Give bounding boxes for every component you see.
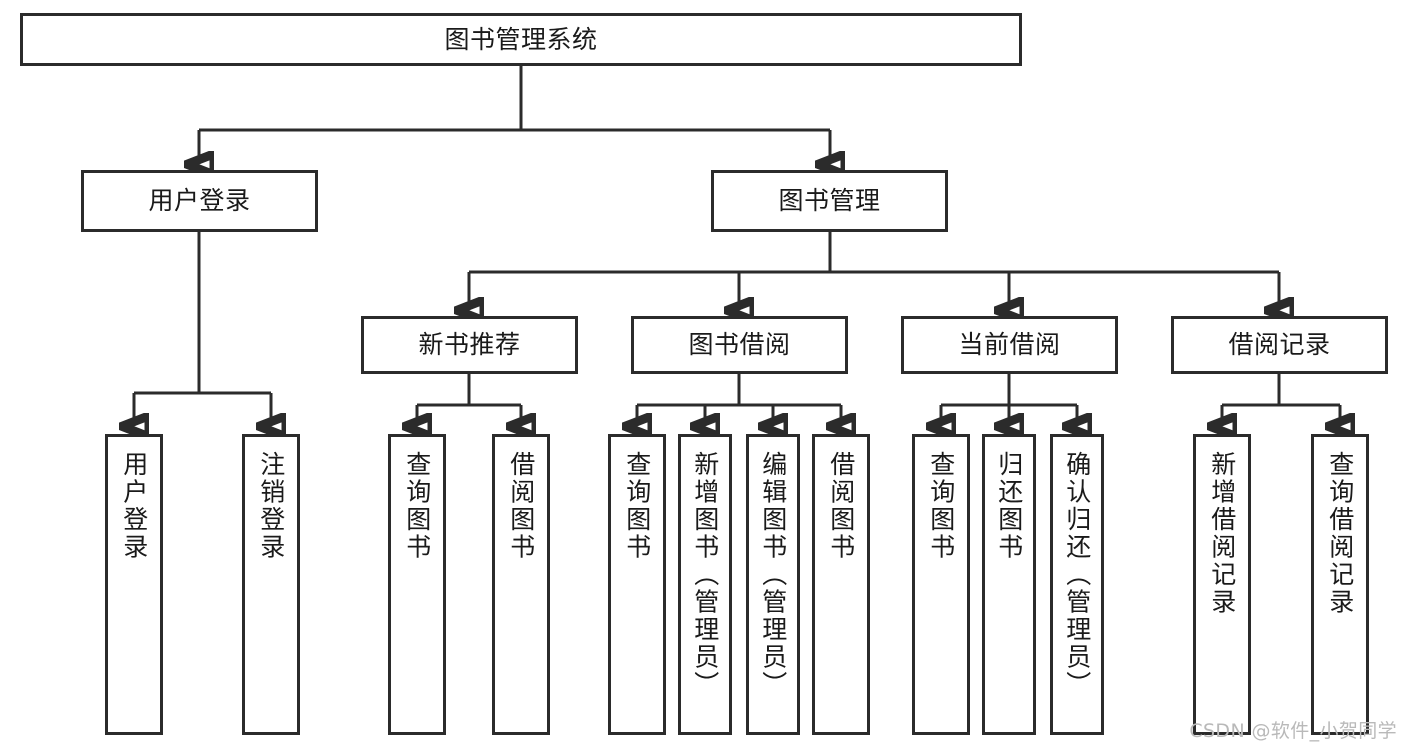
node-label: 新增借阅记录 bbox=[1207, 451, 1237, 616]
node-label: 查询图书 bbox=[622, 451, 652, 561]
node-book-borrow[interactable]: 图书借阅 bbox=[631, 316, 848, 374]
node-label: 注销登录 bbox=[256, 451, 286, 561]
leaf-book-borrow-borrow-book[interactable]: 借阅图书 bbox=[812, 434, 870, 735]
node-label: 新增图书（管理员） bbox=[690, 451, 720, 699]
node-book-management[interactable]: 图书管理 bbox=[711, 170, 948, 232]
leaf-current-borrow-return-book[interactable]: 归还图书 bbox=[982, 434, 1036, 735]
leaf-borrow-record-query-record[interactable]: 查询借阅记录 bbox=[1311, 434, 1369, 735]
node-root-book-management-system[interactable]: 图书管理系统 bbox=[20, 13, 1022, 66]
leaf-book-borrow-edit-book-admin[interactable]: 编辑图书（管理员） bbox=[746, 434, 800, 735]
leaf-current-borrow-confirm-return-admin[interactable]: 确认归还（管理员） bbox=[1050, 434, 1104, 735]
node-label: 借阅图书 bbox=[506, 451, 536, 561]
node-label: 借阅图书 bbox=[826, 451, 856, 561]
node-new-book-recommend[interactable]: 新书推荐 bbox=[361, 316, 578, 374]
node-label: 查询借阅记录 bbox=[1325, 451, 1355, 616]
node-label: 用户登录 bbox=[119, 451, 149, 561]
node-label: 归还图书 bbox=[994, 451, 1024, 561]
node-current-borrow[interactable]: 当前借阅 bbox=[901, 316, 1118, 374]
leaf-book-borrow-query-book[interactable]: 查询图书 bbox=[608, 434, 666, 735]
leaf-user-login-logout[interactable]: 注销登录 bbox=[242, 434, 300, 735]
leaf-user-login-login[interactable]: 用户登录 bbox=[105, 434, 163, 735]
node-label: 借阅记录 bbox=[1228, 330, 1331, 359]
node-user-login[interactable]: 用户登录 bbox=[81, 170, 318, 232]
leaf-new-book-borrow-book[interactable]: 借阅图书 bbox=[492, 434, 550, 735]
node-label: 用户登录 bbox=[148, 186, 251, 215]
leaf-borrow-record-add-record[interactable]: 新增借阅记录 bbox=[1193, 434, 1251, 735]
node-label: 当前借阅 bbox=[958, 330, 1061, 359]
node-label: 新书推荐 bbox=[418, 330, 521, 359]
node-label: 编辑图书（管理员） bbox=[758, 451, 788, 699]
leaf-current-borrow-query-book[interactable]: 查询图书 bbox=[912, 434, 970, 735]
node-label: 图书管理 bbox=[778, 186, 881, 215]
node-label: 确认归还（管理员） bbox=[1062, 451, 1092, 699]
node-label: 图书管理系统 bbox=[444, 24, 598, 54]
node-label: 查询图书 bbox=[402, 451, 432, 561]
node-label: 图书借阅 bbox=[688, 330, 791, 359]
node-label: 查询图书 bbox=[926, 451, 956, 561]
leaf-book-borrow-add-book-admin[interactable]: 新增图书（管理员） bbox=[678, 434, 732, 735]
node-borrow-record[interactable]: 借阅记录 bbox=[1171, 316, 1388, 374]
leaf-new-book-query-book[interactable]: 查询图书 bbox=[388, 434, 446, 735]
